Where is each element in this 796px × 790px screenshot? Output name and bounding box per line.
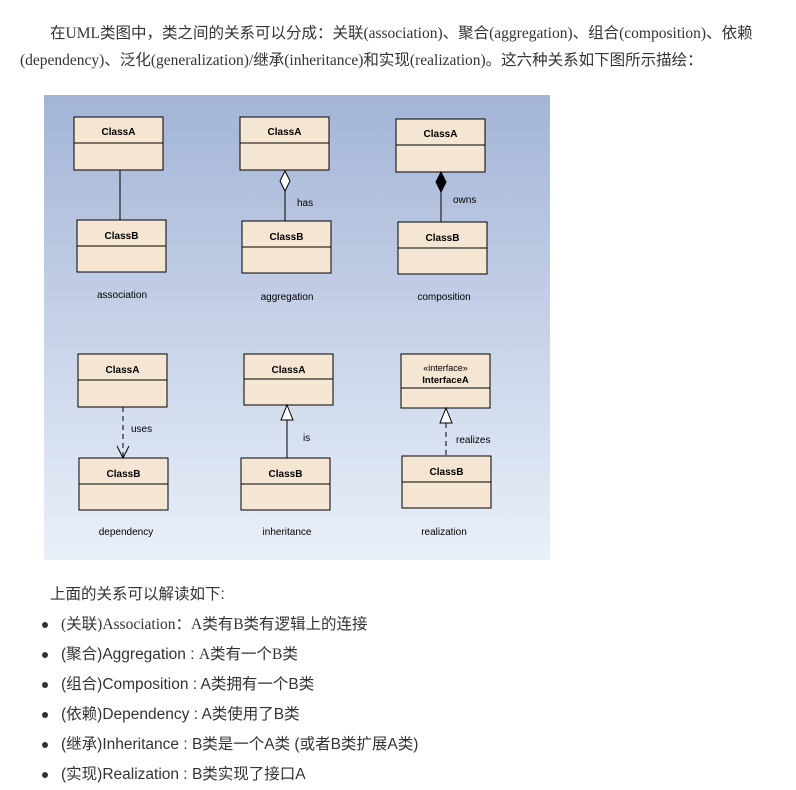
class-b-name: ClassB [270, 232, 304, 243]
relation-label: uses [131, 424, 152, 435]
class-a-name: ClassA [424, 129, 458, 140]
panel-caption: aggregation [261, 292, 314, 303]
class-b-name: ClassB [107, 469, 141, 480]
panel-caption: association [97, 290, 147, 301]
list-item: (聚合)Aggregation : A类有一个B类 [40, 640, 418, 670]
panel-caption: inheritance [263, 527, 312, 538]
summary-heading: 上面的关系可以解读如下: [50, 586, 225, 603]
class-b-name: ClassB [430, 467, 464, 478]
class-box-a: ClassA [243, 353, 334, 406]
list-item: (实现)Realization : B类实现了接口A [40, 760, 418, 790]
relation-prefix: (继承)Inheritance : [61, 736, 192, 753]
relation-label: has [297, 198, 313, 209]
interface-name: InterfaceA [422, 375, 469, 386]
class-b-name: ClassB [105, 231, 139, 242]
panel-composition: ClassA owns ClassB composition [395, 118, 488, 303]
list-item: (依赖)Dependency : A类使用了B类 [40, 700, 418, 730]
panel-association: ClassA ClassB association [73, 116, 167, 301]
interface-stereotype: «interface» [423, 363, 468, 373]
relation-desc: A类使用了B类 [201, 706, 300, 723]
intro-paragraph: 在UML类图中，类之间的关系可以分成：关联(association)、聚合(ag… [20, 25, 753, 69]
list-item: (继承)Inheritance : B类是一个A类 (或者B类扩展A类) [40, 730, 418, 760]
class-b-name: ClassB [269, 469, 303, 480]
class-a-name: ClassA [272, 365, 306, 376]
relation-label: realizes [456, 435, 490, 446]
panel-realization: «interface» InterfaceA realizes ClassB r… [400, 353, 492, 538]
class-box-b: ClassB [241, 220, 332, 274]
relation-prefix: (实现)Realization : [61, 766, 192, 783]
list-item: (组合)Composition : A类拥有一个B类 [40, 670, 418, 700]
relation-desc: B类实现了接口A [191, 766, 306, 783]
class-box-b: ClassB [76, 219, 167, 273]
relation-list: (关联)Association：A类有B类有逻辑上的连接 (聚合)Aggrega… [40, 610, 418, 790]
relation-label: owns [453, 195, 476, 206]
class-box-b: ClassB [397, 221, 488, 275]
class-b-name: ClassB [426, 233, 460, 244]
relation-desc: A类有一个B类 [198, 646, 298, 663]
class-box-a: ClassA [73, 116, 164, 171]
class-a-name: ClassA [268, 127, 302, 138]
relation-prefix: (组合)Composition : [61, 676, 201, 693]
relation-prefix: (聚合)Aggregation : [61, 646, 199, 663]
relation-desc: A类拥有一个B类 [200, 676, 315, 693]
panel-dependency: ClassA uses ClassB dependency [77, 353, 169, 538]
panel-caption: realization [421, 527, 467, 538]
uml-relationship-diagram: ClassA ClassB association ClassA has Cla… [44, 95, 550, 560]
list-item: (关联)Association：A类有B类有逻辑上的连接 [40, 610, 418, 640]
relation-prefix: (依赖)Dependency : [61, 706, 202, 723]
relation-desc: B类是一个A类 (或者B类扩展A类) [191, 736, 419, 753]
relation-desc: A类有B类有逻辑上的连接 [191, 616, 368, 633]
panel-aggregation: ClassA has ClassB aggregation [239, 116, 332, 303]
panel-inheritance: ClassA is ClassB inheritance [240, 353, 334, 538]
class-box-a: ClassA [239, 116, 330, 171]
relation-prefix: (关联)Association： [61, 616, 192, 633]
class-box-b: ClassB [240, 457, 331, 511]
class-box-a: ClassA [77, 353, 168, 408]
panel-caption: dependency [99, 527, 154, 538]
relation-label: is [303, 433, 310, 444]
class-box-a: ClassA [395, 118, 486, 173]
class-box-b: ClassB [78, 457, 169, 511]
class-a-name: ClassA [102, 127, 136, 138]
panel-caption: composition [417, 292, 470, 303]
interface-box: «interface» InterfaceA [400, 353, 491, 409]
class-box-b: ClassB [401, 455, 492, 509]
class-a-name: ClassA [106, 365, 140, 376]
